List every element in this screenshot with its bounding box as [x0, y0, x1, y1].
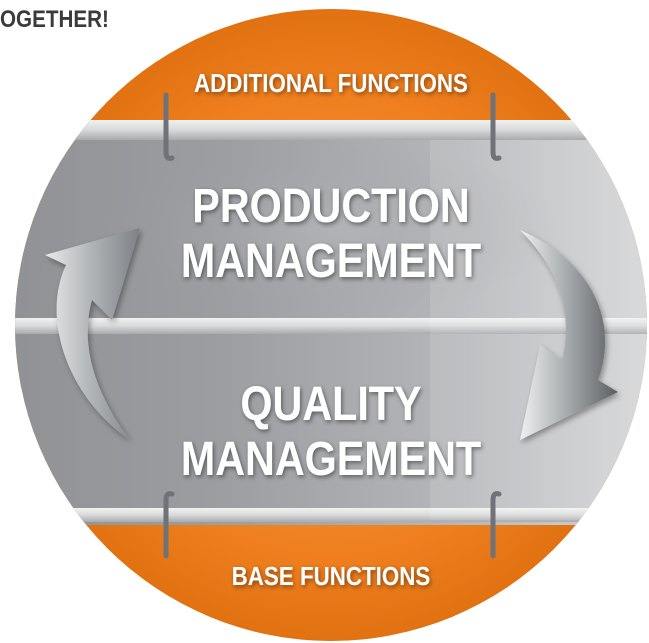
top-left-hook [163, 92, 175, 161]
headline-text: OGETHER! [0, 6, 109, 33]
top-right-hook [490, 92, 502, 161]
middle-rail [15, 318, 647, 334]
quality-label-line1: QUALITY [240, 377, 421, 431]
right-cycle-arrow [520, 230, 618, 440]
bottom-left-hook [163, 491, 175, 559]
quality-label-line2: MANAGEMENT [181, 432, 481, 486]
bottom-right-hook [490, 491, 502, 559]
upper-glow-panel [100, 140, 560, 320]
top-rail [15, 120, 647, 140]
base-functions-label: BASE FUNCTIONS [232, 562, 431, 591]
bottom-rail [15, 508, 647, 522]
additional-functions-label: ADDITIONAL FUNCTIONS [194, 69, 468, 98]
production-label-line2: MANAGEMENT [181, 234, 481, 288]
production-label-line1: PRODUCTION [192, 179, 469, 233]
left-cycle-arrow [45, 228, 140, 440]
